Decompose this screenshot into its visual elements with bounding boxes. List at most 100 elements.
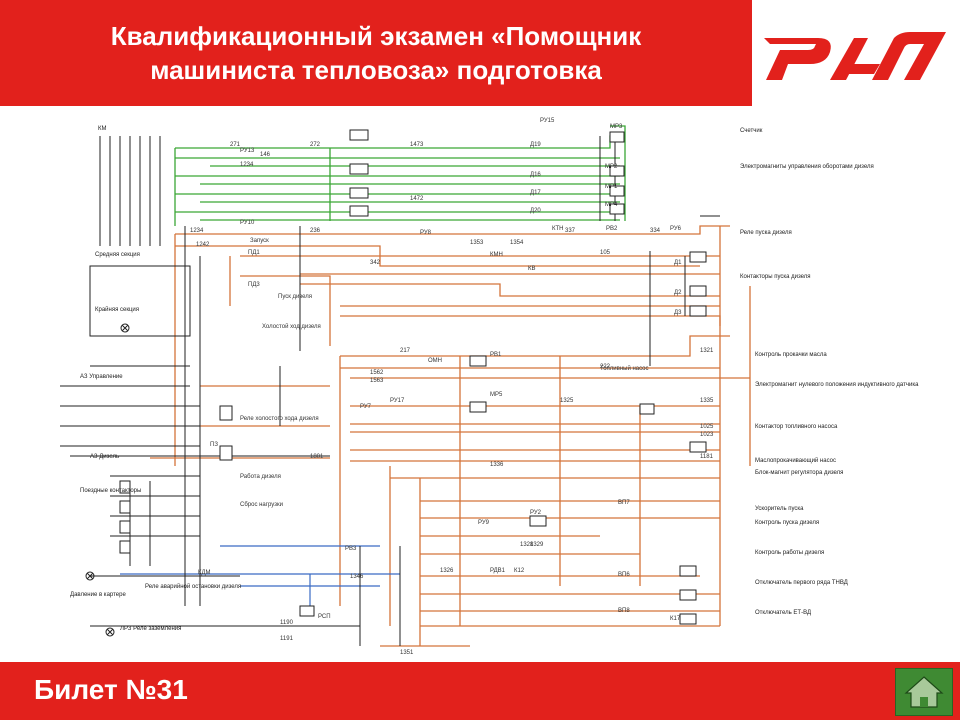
svg-text:Д20: Д20 [530,208,541,214]
svg-text:МР2: МР2 [605,164,618,170]
svg-text:Холостой ход дизеля: Холостой ход дизеля [262,323,321,330]
label-emergency-stop-relay: Реле аварийной остановки дизеля [145,583,241,590]
svg-text:1562: 1562 [370,370,384,376]
svg-text:ОМН: ОМН [428,358,442,364]
svg-text:272: 272 [310,142,321,148]
svg-text:Реле холостого хода дизеля: Реле холостого хода дизеля [240,416,319,422]
wire-numbers: 271 272 1473 1472 146 1234 236 342 337 3… [190,142,714,656]
ticket-label: Билет №31 [34,674,188,705]
svg-text:Д16: Д16 [530,172,541,178]
label-diesel-start-relay: Реле пуска дизеля [740,230,792,236]
circuit-diagram: Счетчик Электромагниты управления оборот… [60,118,919,656]
label-crankcase-pressure: Давление в картере [70,592,126,598]
label-fuel-pump-contactor: Контактор топливного насоса [755,424,838,430]
svg-text:РУ7: РУ7 [360,404,372,410]
svg-text:217: 217 [400,348,411,354]
svg-text:1234: 1234 [190,228,204,234]
svg-text:1190: 1190 [280,620,294,626]
electrical-scheme: Счетчик Электромагниты управления оборот… [0,106,960,662]
left-side-labels: КМ Средняя секция Крайняя секция АЗ Упра… [70,126,241,632]
label-start-contactors: Контакторы пуска дизеля [740,274,811,280]
svg-text:Д2: Д2 [674,290,682,296]
label-start-control: Контроль пуска дизеля [755,520,819,526]
label-middle-section: Средняя секция [95,252,140,258]
relay-coils [119,129,707,625]
svg-text:342: 342 [370,260,381,266]
svg-text:К17: К17 [670,616,681,622]
label-speed-magnets: Электромагниты управления оборотами дизе… [740,164,874,170]
svg-text:Д19: Д19 [530,142,541,148]
label-first-row-tnvd: Отключатель первого ряда ТНВД [755,580,848,586]
svg-text:Запуск: Запуск [250,238,269,244]
svg-text:Д3: Д3 [674,310,682,316]
title-banner: Квалификационный экзамен «Помощник машин… [0,0,752,106]
svg-text:ВП8: ВП8 [618,608,630,614]
svg-text:236: 236 [310,228,321,234]
label-et-vd-switch: Отключатель ЕТ-ВД [755,610,811,616]
svg-text:222: 222 [600,364,611,370]
label-counter: Счетчик [740,128,763,134]
label-km: КМ [98,126,107,132]
svg-text:РУ15: РУ15 [540,118,555,124]
svg-text:ПЗ: ПЗ [210,442,218,448]
svg-text:1321: 1321 [700,348,714,354]
svg-text:РУ17: РУ17 [390,398,405,404]
svg-text:1191: 1191 [280,636,294,642]
svg-text:1325: 1325 [560,398,574,404]
svg-text:РВ2: РВ2 [606,226,618,232]
svg-text:КВ: КВ [528,266,536,272]
label-az-control: АЗ Управление [80,374,123,380]
label-oil-pump: Маслопрокачивающий насос [755,457,836,464]
label-oil-pumping-control: Контроль прокачки масла [755,352,827,358]
title-line-1: Квалификационный экзамен «Помощник [110,21,642,51]
svg-text:ВП6: ВП6 [618,572,630,578]
svg-text:РУ2: РУ2 [530,510,542,516]
svg-text:146: 146 [260,152,271,158]
svg-text:1181: 1181 [700,454,714,460]
svg-text:РУ8: РУ8 [420,230,432,236]
footer-bar: Билет №31 [0,662,960,720]
svg-text:1335: 1335 [700,398,714,404]
svg-text:1242: 1242 [196,242,210,248]
svg-text:РУ13: РУ13 [240,148,255,154]
right-side-labels: Счетчик Электромагниты управления оборот… [740,128,919,616]
label-start-accelerator: Ускоритель пуска [755,506,804,512]
indicator-lamps [85,323,130,637]
label-work-control: Контроль работы дизеля [755,550,824,556]
svg-text:1329: 1329 [530,542,544,548]
svg-text:Топливный насос: Топливный насос [600,365,649,372]
page-title: Квалификационный экзамен «Помощник машин… [26,19,726,87]
svg-text:МР5: МР5 [490,392,503,398]
svg-text:РУ10: РУ10 [240,220,255,226]
svg-text:К12: К12 [514,568,525,574]
home-button[interactable] [895,668,953,716]
svg-text:1353: 1353 [470,240,484,246]
home-icon [904,676,944,708]
svg-text:1354: 1354 [510,240,524,246]
svg-text:Работа дизеля: Работа дизеля [240,474,281,480]
label-block-magnet: Блок-магнит регулятора дизеля [755,470,843,476]
svg-text:1025: 1025 [700,424,714,430]
svg-text:РВ1: РВ1 [490,352,502,358]
svg-text:1023: 1023 [700,432,714,438]
label-zero-position-magnet: Электромагнит нулевого положения индукти… [755,382,919,388]
label-train-contactors: Поездные контакторы [80,488,141,494]
black-wires [60,136,720,646]
svg-text:334: 334 [650,228,661,234]
green-wires [174,125,626,226]
label-az-diesel: АЗ Дизель [90,454,119,460]
title-line-2: машиниста тепловоза» подготовка [150,55,602,85]
svg-text:ПД3: ПД3 [248,282,260,288]
svg-text:1234: 1234 [240,162,254,168]
svg-text:ВП7: ВП7 [618,500,630,506]
svg-text:1563: 1563 [370,378,384,384]
svg-text:Д1: Д1 [674,260,682,266]
svg-text:МР4: МР4 [605,202,618,208]
svg-text:1351: 1351 [400,650,414,656]
component-labels: РУ15 МР3 МР2 МР1 МР4 РУ13 РУ10 РУ8 РУ6 Р… [198,118,682,622]
label-end-section: Крайняя секция [95,306,139,313]
svg-text:КМН: КМН [490,252,503,258]
label-ground-relay: ЛРЗ Реле заземления [120,626,181,632]
svg-text:КДМ: КДМ [198,570,211,576]
svg-text:1336: 1336 [490,462,504,468]
